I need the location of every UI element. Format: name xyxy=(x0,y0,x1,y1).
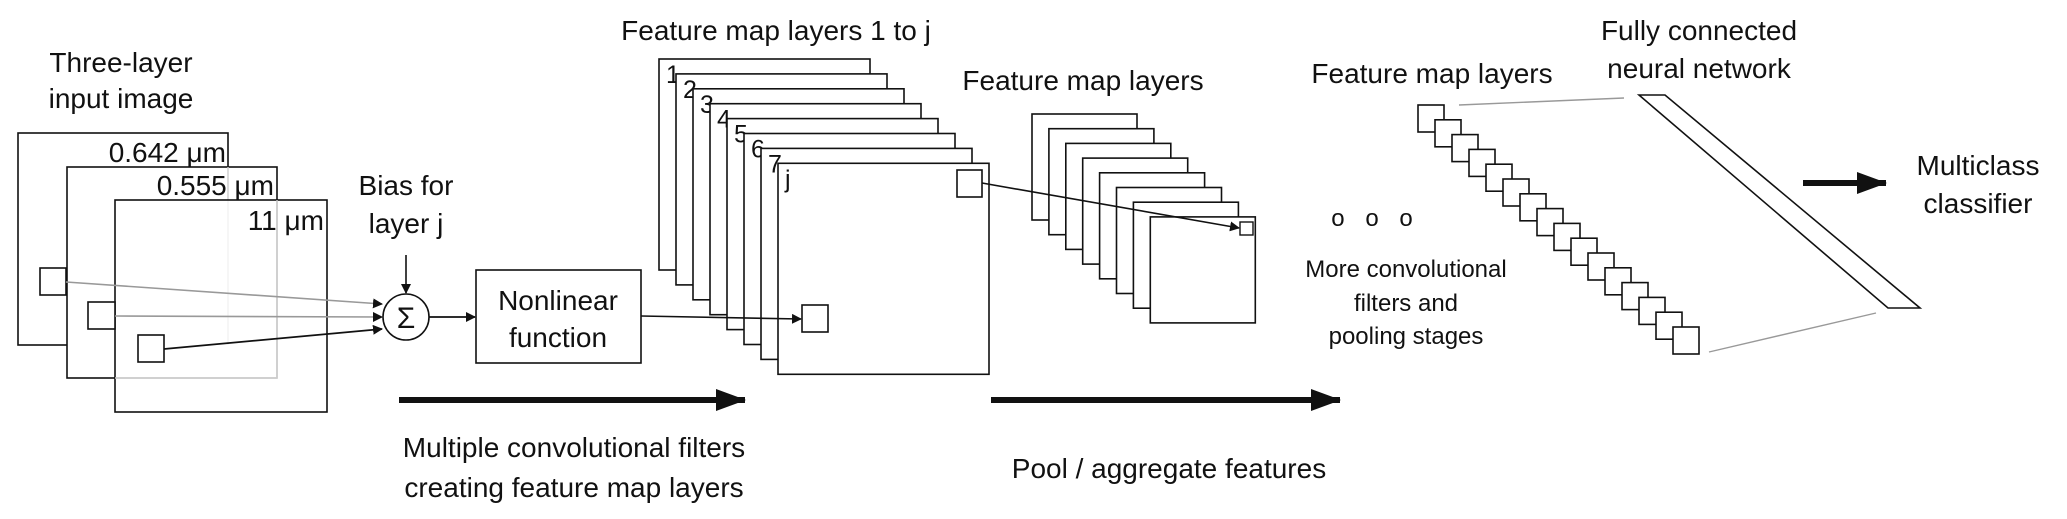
feature-maps-2-title: Feature map layers xyxy=(962,65,1203,96)
feature-maps-2-stack xyxy=(1031,113,1257,324)
pooling-arrow xyxy=(981,182,1240,232)
feature-maps-1-title: Feature map layers 1 to j xyxy=(621,15,931,46)
feature-map-layer-number: j xyxy=(784,165,791,193)
pool-caption: Pool / aggregate features xyxy=(1012,453,1326,484)
fully-connected-line2: neural network xyxy=(1607,53,1792,84)
nonlinear-to-feature-arrow xyxy=(640,313,802,324)
classifier-line2: classifier xyxy=(1924,188,2033,219)
bias-label-line2: layer j xyxy=(369,208,444,239)
nonlinear-line2: function xyxy=(509,322,607,353)
conv-caption-line1: Multiple convolutional filters xyxy=(403,432,745,463)
input-image-group: Three-layer input image 0.642 μm 0.555 μ… xyxy=(17,47,383,413)
input-patch-3 xyxy=(137,334,165,363)
ellipsis-dots: o o o xyxy=(1331,205,1412,232)
feature-maps-3-title: Feature map layers xyxy=(1311,58,1552,89)
sigma-icon: Σ xyxy=(397,302,416,335)
classifier-line1: Multiclass xyxy=(1917,150,2040,181)
patch-2-to-sum-line xyxy=(114,311,383,322)
input-patch-1 xyxy=(39,267,67,296)
input-layer-1-label: 0.642 μm xyxy=(109,137,226,168)
bias-sum-group: Bias for layer j Σ xyxy=(359,170,476,341)
more-stages-line3: pooling stages xyxy=(1329,323,1484,350)
nonlinear-line1: Nonlinear xyxy=(498,285,618,316)
input-layer-3-label: 11 μm xyxy=(248,205,324,236)
more-stages-group: o o o More convolutional filters and poo… xyxy=(1305,205,1506,350)
feature-map-patch-target xyxy=(801,304,829,333)
feature-map-patch-source xyxy=(956,169,983,198)
patch-3-to-sum-line xyxy=(163,324,383,350)
fc-connector-bottom xyxy=(1708,312,1877,353)
final-feature-map xyxy=(1468,148,1496,178)
fc-connector-top xyxy=(1458,97,1625,106)
input-image-title-line2: input image xyxy=(49,83,194,114)
final-feature-map xyxy=(1672,326,1700,355)
pooled-patch xyxy=(1239,221,1254,236)
input-image-title-line1: Three-layer xyxy=(49,47,192,78)
nonlinear-box xyxy=(475,269,642,364)
nonlinear-function-box: Nonlinear function xyxy=(475,269,642,364)
conv-caption-line2: creating feature map layers xyxy=(404,472,743,503)
input-layer-3 xyxy=(114,199,328,413)
fully-connected-line1: Fully connected xyxy=(1601,15,1797,46)
fully-connected-layer xyxy=(1636,94,1923,309)
input-patch-2 xyxy=(87,301,116,330)
more-stages-line2: filters and xyxy=(1354,290,1458,317)
feature-map-layer-j xyxy=(777,162,990,376)
input-layer-2-label: 0.555 μm xyxy=(157,170,274,201)
more-stages-line1: More convolutional xyxy=(1305,256,1506,283)
patch-1-to-sum-line xyxy=(65,281,383,309)
pooled-map-layer xyxy=(1149,216,1257,324)
bias-label-line1: Bias for xyxy=(359,170,454,201)
feature-maps-3-stack xyxy=(1417,104,1700,355)
